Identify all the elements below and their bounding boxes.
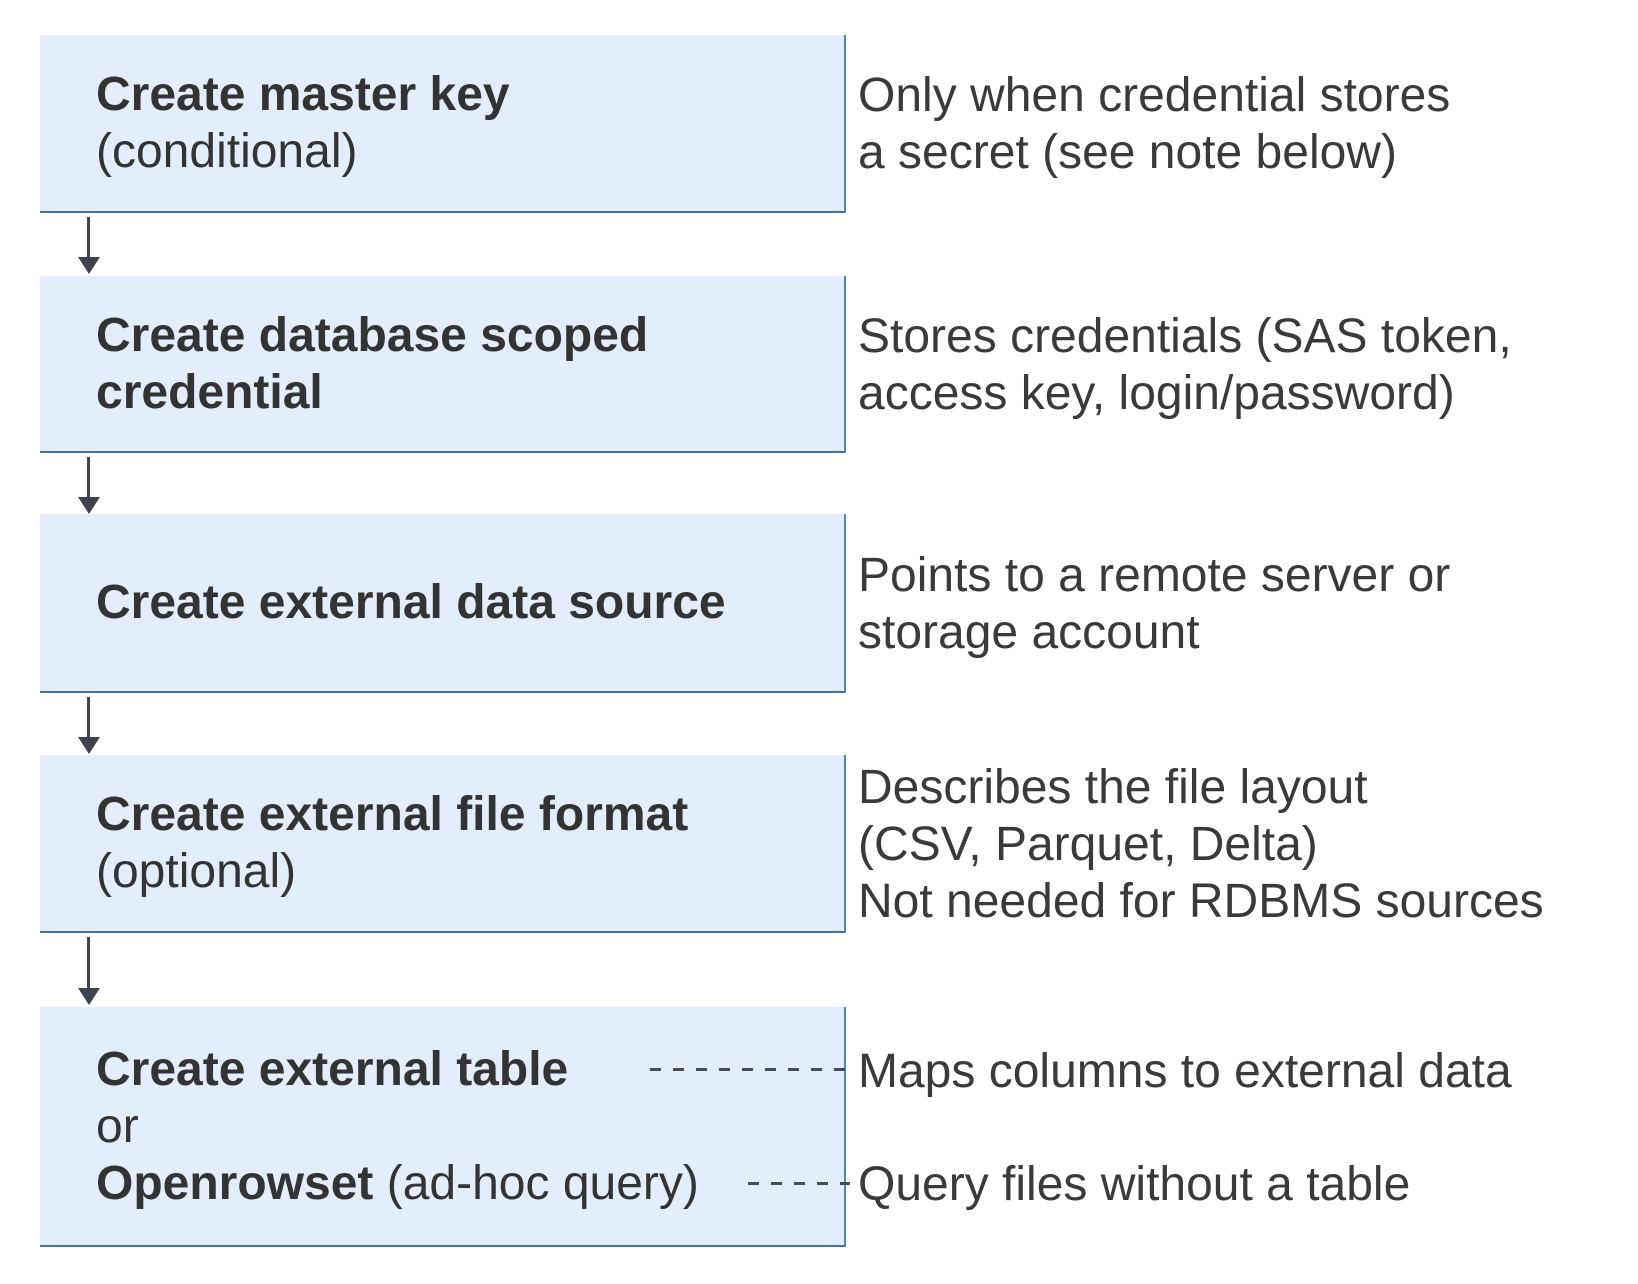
- box-title-create-external-table: Create external table: [96, 1042, 569, 1096]
- flow-box-create-external-table-or-openrowset: Create external table or Openrowset (ad-…: [40, 1007, 846, 1247]
- box-subtitle-conditional: (conditional): [96, 125, 358, 178]
- note-db-scoped-credential: Stores credentials (SAS token, access ke…: [858, 309, 1512, 420]
- box-title-line: Create database scoped credential: [96, 307, 830, 421]
- flow-box-create-db-scoped-credential: Create database scoped credential: [40, 276, 846, 453]
- flow-box-create-external-file-format: Create external file format (optional): [40, 755, 846, 933]
- flow-box-create-external-data-source: Create external data source: [40, 514, 846, 693]
- note-external-data-source: Points to a remote server or storage acc…: [858, 548, 1451, 659]
- box-title-line: Create external file format: [96, 786, 830, 843]
- box-title-create-external-data-source: Create external data source: [96, 576, 726, 629]
- note-master-key: Only when credential stores a secret (se…: [858, 69, 1451, 179]
- box-text-or: or: [96, 1099, 139, 1153]
- box-title-line: Openrowset (ad-hoc query): [96, 1155, 830, 1212]
- box-title-create-db-scoped-credential: Create database scoped credential: [96, 308, 649, 419]
- box-subtitle-adhoc-query: (ad-hoc query): [373, 1156, 699, 1210]
- arrow-down-icon: [87, 217, 90, 257]
- dashed-connector-line: [650, 1068, 850, 1071]
- flow-box-create-master-key: Create master key (conditional): [40, 35, 846, 213]
- box-title-line: Create external table: [96, 1041, 830, 1098]
- note-query-without-table: Query files without a table: [858, 1158, 1411, 1211]
- box-title-openrowset: Openrowset: [96, 1156, 374, 1210]
- arrow-down-icon: [87, 937, 90, 988]
- box-title-create-external-file-format: Create external file format: [96, 788, 689, 841]
- arrow-down-icon: [87, 697, 90, 737]
- box-title-line: Create external data source: [96, 574, 830, 631]
- box-subtitle-optional: (optional): [96, 845, 297, 898]
- note-maps-columns: Maps columns to external data: [858, 1045, 1512, 1098]
- box-title-line: Create master key: [96, 66, 830, 123]
- note-external-file-format: Describes the file layout (CSV, Parquet,…: [858, 760, 1544, 928]
- box-title-create-master-key: Create master key: [96, 68, 510, 121]
- dashed-connector-line: [748, 1182, 850, 1185]
- arrow-down-icon: [87, 457, 90, 497]
